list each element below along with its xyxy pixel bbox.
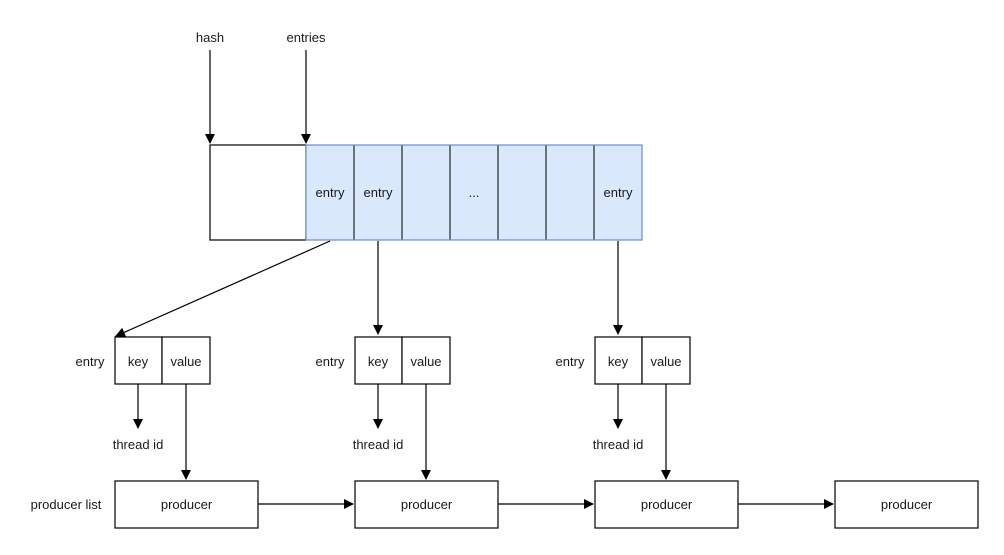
- entry-value-label: value: [410, 354, 441, 369]
- producer-box: [114, 480, 259, 529]
- producer-label: producer: [161, 497, 213, 512]
- entry-value-box: [401, 336, 451, 385]
- producer-node: producer: [834, 480, 979, 529]
- thread-id-label: thread id: [593, 437, 644, 452]
- hash-header-box: [209, 144, 307, 241]
- array-cell: [449, 144, 499, 241]
- producer-box: [354, 480, 499, 529]
- thread-id-label: thread id: [113, 437, 164, 452]
- entry-value-box: [641, 336, 691, 385]
- entry-key-label: key: [368, 354, 389, 369]
- entry-node: entry key value thread id: [316, 336, 451, 480]
- entry-side-label: entry: [556, 354, 585, 369]
- array-cell-label: entry: [604, 185, 633, 200]
- entry-side-label: entry: [316, 354, 345, 369]
- thread-id-label: thread id: [353, 437, 404, 452]
- array-cell: [545, 144, 595, 241]
- array-cell-label: entry: [316, 185, 345, 200]
- producer-node: producer: [594, 480, 739, 529]
- entries-array: entry entry ... entry: [305, 144, 643, 241]
- producer-list-label: producer list: [31, 497, 102, 512]
- array-cell: [593, 144, 643, 241]
- entry-value-label: value: [650, 354, 681, 369]
- producer-box: [834, 480, 979, 529]
- entry-key-box: [354, 336, 403, 385]
- entry-key-label: key: [128, 354, 149, 369]
- array-cell: [401, 144, 451, 241]
- hash-label: hash: [196, 30, 224, 45]
- array-cell-label: ...: [469, 185, 480, 200]
- array-cell-label: entry: [364, 185, 393, 200]
- entry-value-label: value: [170, 354, 201, 369]
- entries-label: entries: [286, 30, 326, 45]
- producer-box: [594, 480, 739, 529]
- array-cell: [497, 144, 547, 241]
- producer-label: producer: [401, 497, 453, 512]
- producer-label: producer: [881, 497, 933, 512]
- producer-node: producer: [354, 480, 499, 529]
- producer-node: producer: [114, 480, 259, 529]
- entry-side-label: entry: [76, 354, 105, 369]
- array-outline: [305, 144, 643, 241]
- entry-value-box: [161, 336, 211, 385]
- array-to-entry-1-arrow: [115, 240, 331, 337]
- entry-node: entry key value thread id: [556, 336, 691, 480]
- entry-key-label: key: [608, 354, 629, 369]
- entry-node: entry key value thread id: [76, 336, 211, 480]
- producer-label: producer: [641, 497, 693, 512]
